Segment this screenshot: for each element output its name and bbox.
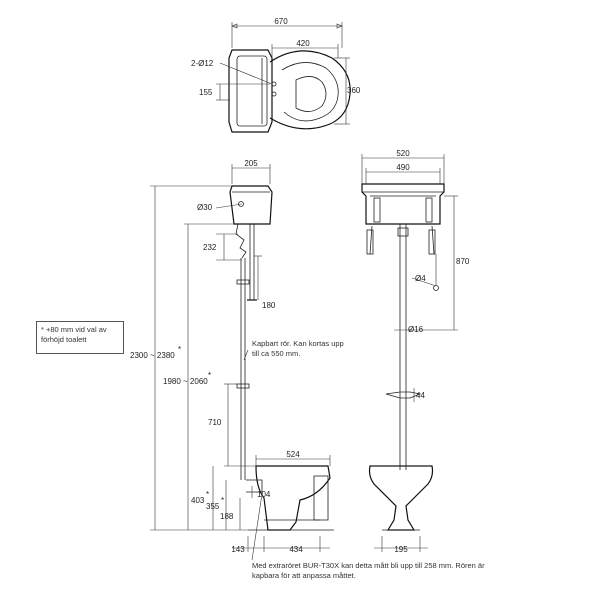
dim-bowl-height-2-star: *	[221, 496, 224, 505]
dim-depth: 360	[347, 86, 361, 95]
dim-cistern-depth: 205	[244, 159, 258, 168]
dim-chain-length: 870	[456, 257, 470, 266]
dim-base-length: 434	[289, 545, 303, 554]
dim-lever-drop: 180	[262, 301, 276, 310]
dim-base-width: 195	[394, 545, 408, 554]
dim-holes: 2-Ø12	[191, 59, 214, 68]
dim-floor-offset: 143	[231, 545, 245, 554]
extra-pipe-note: Med extraröret BUR-T30X kan detta mått b…	[252, 561, 485, 580]
dim-bowl-length: 524	[286, 450, 300, 459]
dim-cistern-bottom-star: *	[208, 371, 211, 380]
dim-pipe-dia: Ø16	[408, 325, 424, 334]
dim-inner-width: 490	[396, 163, 410, 172]
dim-outlet-dia: Ø30	[197, 203, 213, 212]
dim-bowl-height-1: 403	[191, 496, 205, 505]
top-view: 670 420 2-Ø12 155 360	[191, 17, 361, 133]
dim-pan-height: 188	[220, 512, 234, 521]
dim-cistern-width: 520	[396, 149, 410, 158]
pipe-cut-note: Kapbart rör. Kan kortas upp till ca 550 …	[252, 339, 344, 358]
side-view: 205 Ø30 232 180 2300 ~ 2380 * 1980 ~ 206…	[130, 159, 334, 554]
dim-bowl-height-1-star: *	[206, 490, 209, 499]
dim-bowl-width: 420	[296, 39, 310, 48]
dim-outlet-height: 104	[257, 490, 271, 499]
dim-cistern-bottom-height: 1980 ~ 2060	[163, 377, 208, 386]
dim-hole-offset: 155	[199, 88, 213, 97]
dim-flush-offset: 232	[203, 243, 217, 252]
dim-total-height-star: *	[178, 345, 181, 354]
front-view: 520 490 870 Ø4 Ø16 44 195	[361, 149, 470, 554]
dim-bowl-height-2: 355	[206, 502, 220, 511]
dim-overall-width: 670	[274, 17, 288, 26]
dim-total-height: 2300 ~ 2380	[130, 351, 175, 360]
raised-toilet-note: * +80 mm vid val av förhöjd toalett	[36, 321, 124, 354]
dim-pipe-length: 710	[208, 418, 222, 427]
dim-chain-dia: Ø4	[415, 274, 426, 283]
dim-bracket-height: 44	[416, 391, 425, 400]
